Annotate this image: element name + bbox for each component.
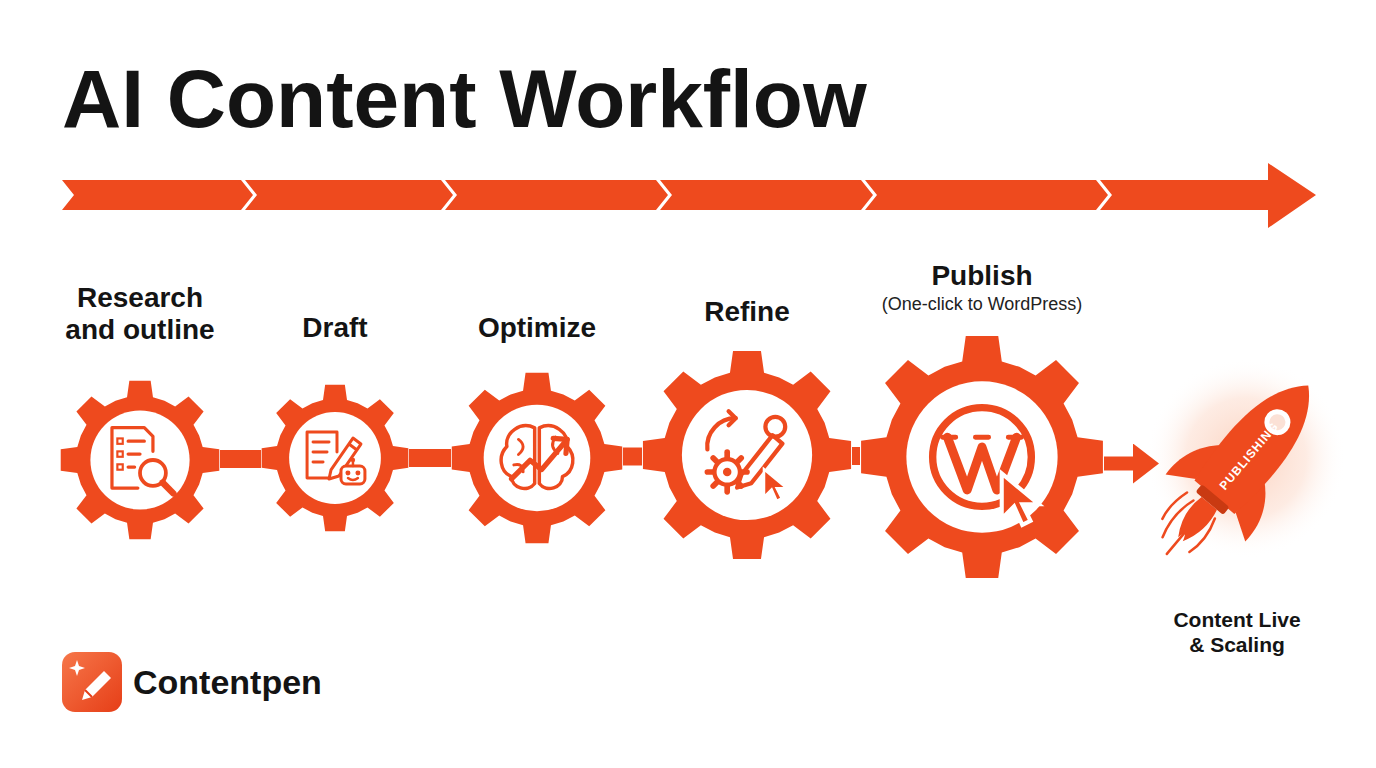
process-gear: Research and outline (60, 380, 220, 540)
step-note: (One-click to WordPress) (842, 293, 1122, 316)
band-chevron (245, 180, 453, 210)
brand-name: Contentpen (133, 663, 322, 702)
wordpress-serif (943, 435, 1022, 440)
trend-arrow (511, 439, 567, 478)
rocket-body (1191, 366, 1331, 517)
step-label-group: Draft (235, 312, 435, 344)
logo-sparkle (69, 660, 85, 676)
process-gear: Refine (642, 350, 852, 560)
small-gear (765, 417, 785, 437)
gear-hub (906, 381, 1057, 532)
gear-hub (289, 412, 381, 504)
gear-outline (643, 351, 851, 559)
gear-outline (262, 385, 409, 532)
gear-shape (451, 372, 623, 544)
bullet-box (117, 438, 122, 443)
cursor-icon (764, 469, 787, 501)
step-label: Publish (842, 260, 1122, 292)
gear-hub (682, 390, 812, 520)
gear-hub (484, 405, 591, 512)
robot-eye (345, 470, 350, 475)
gear-link (409, 449, 451, 467)
small-gear (714, 459, 739, 484)
step-icon (707, 411, 787, 501)
gear-outline (861, 336, 1103, 578)
cycle-arrowhead (729, 411, 736, 425)
cursor-icon (1002, 473, 1039, 524)
step-label: Draft (235, 312, 435, 344)
robot-antenna (351, 458, 355, 462)
gear-shape (261, 384, 409, 532)
bullet-box (117, 451, 122, 456)
gear-outline (61, 381, 220, 540)
process-gear: Publish(One-click to WordPress) (860, 335, 1104, 579)
band-chevron (445, 180, 668, 210)
process-gear: Optimize (451, 372, 623, 544)
magnifier-handle (163, 483, 174, 494)
gear-hub (90, 410, 189, 509)
logo-pen (82, 671, 111, 700)
gear-shape (860, 335, 1104, 579)
step-label-group: Research and outline (55, 282, 225, 346)
gear-outline (452, 373, 622, 543)
gear-link (852, 447, 860, 465)
brain-left (501, 426, 535, 489)
step-label-group: Publish(One-click to WordPress) (842, 260, 1122, 316)
logo-pen-line (85, 690, 92, 697)
robot-eye (355, 470, 360, 475)
text-lines (313, 442, 329, 462)
diagram-title: AI Content Workflow (62, 58, 867, 140)
trend-arrowhead (553, 438, 567, 453)
band-arrowhead (1100, 163, 1316, 228)
band-chevron (62, 180, 253, 210)
step-icon (933, 408, 1039, 525)
small-gear-hub (723, 468, 731, 476)
brain-right (539, 426, 573, 489)
logo-tile (62, 652, 122, 712)
bullet-box (117, 464, 122, 469)
step-icon (307, 432, 365, 484)
result-rocket: PUBLISHINGContent Live & Scaling (1158, 350, 1330, 590)
logo-icon (62, 652, 122, 712)
step-label: Refine (637, 296, 857, 328)
result-label: Content Live & Scaling (1167, 607, 1307, 657)
step-label: Optimize (427, 312, 647, 344)
process-gear: Draft (261, 384, 409, 532)
step-label: Research and outline (55, 282, 225, 346)
rocket-icon (1127, 352, 1348, 588)
gear-link (623, 448, 642, 466)
step-icon (112, 428, 173, 494)
step-label-group: Refine (637, 296, 857, 328)
gear-shape (642, 350, 852, 560)
rocket-glow (1146, 358, 1346, 558)
progress-band (62, 163, 1316, 228)
band-chevron (660, 180, 873, 210)
robot-detail (348, 461, 358, 480)
gear-link (220, 450, 261, 468)
document-icon (307, 432, 337, 478)
flow-arrow (1104, 457, 1133, 471)
step-icon (501, 426, 573, 489)
robot-head (341, 466, 365, 484)
band-chevron (865, 180, 1108, 210)
step-label-group: Optimize (427, 312, 647, 344)
gear-shape (60, 380, 220, 540)
